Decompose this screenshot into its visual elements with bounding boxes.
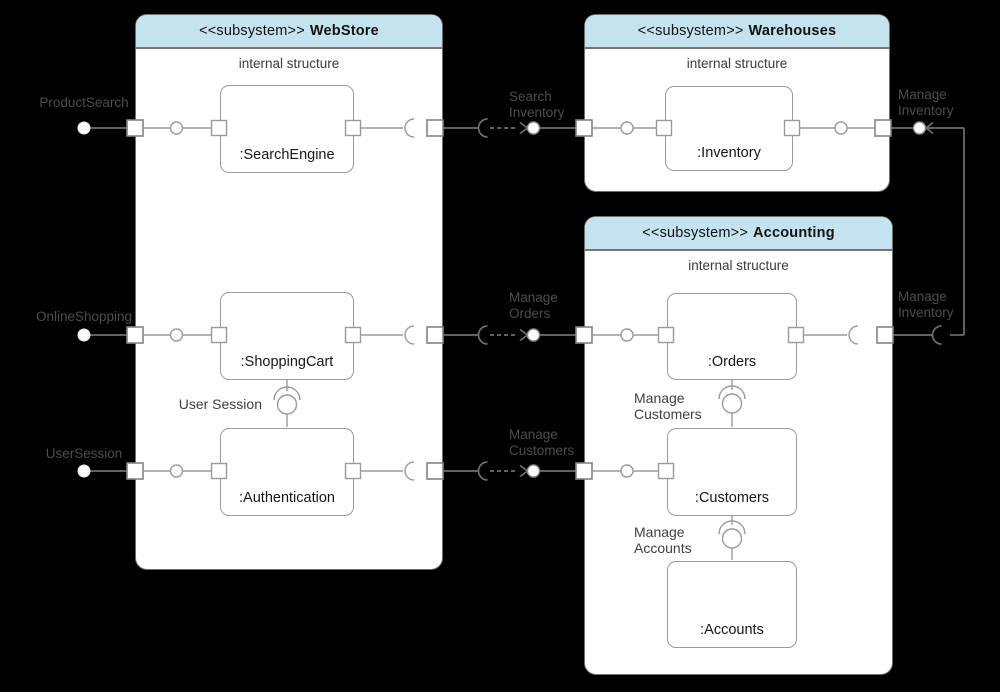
label-user-session-port: UserSession <box>45 446 123 461</box>
provided-ball-icon <box>526 328 541 342</box>
required-socket-icon <box>477 461 488 481</box>
label-manage-customers-inner: Manage Customers <box>634 390 702 422</box>
internal-structure-label: internal structure <box>688 258 789 273</box>
component-customers: :Customers <box>667 428 797 516</box>
component-name: :Accounts <box>700 622 764 638</box>
required-socket-icon <box>477 118 488 138</box>
internal-structure-label: internal structure <box>686 56 788 71</box>
stereotype-label: <<subsystem>> <box>199 23 305 39</box>
subsystem-warehouses-header: <<subsystem>> Warehouses <box>585 15 889 49</box>
label-search-inventory: Search Inventory <box>509 89 565 120</box>
interface-ball-icon <box>77 121 91 135</box>
component-search-engine: :SearchEngine <box>220 85 354 173</box>
component-inventory: :Inventory <box>665 86 793 171</box>
label-manage-accounts: Manage Accounts <box>634 524 692 556</box>
assembly-search-inventory <box>443 118 593 138</box>
stereotype-label: <<subsystem>> <box>637 23 744 39</box>
label-online-shopping: OnlineShopping <box>35 309 133 324</box>
required-socket-icon <box>477 325 488 345</box>
label-user-session-provided: User Session <box>178 396 262 412</box>
label-manage-orders: Manage Orders <box>509 290 558 321</box>
provided-ball-icon <box>526 121 541 135</box>
label-product-search: ProductSearch <box>39 95 129 110</box>
component-accounts: :Accounts <box>667 561 797 648</box>
subsystem-accounting: <<subsystem>> Accounting internal struct… <box>584 216 893 675</box>
required-socket-icon <box>931 325 942 345</box>
subsystem-name: Accounting <box>753 225 835 241</box>
provided-ball-icon <box>526 464 541 478</box>
subsystem-accounting-header: <<subsystem>> Accounting <box>585 217 892 251</box>
provided-ball-icon <box>912 121 927 135</box>
component-shopping-cart: :ShoppingCart <box>220 292 354 380</box>
interface-ball-icon <box>77 464 91 478</box>
component-name: :Customers <box>694 490 770 506</box>
label-manage-inventory-bottom: Manage Inventory <box>898 289 954 320</box>
assembly-manage-customers <box>443 461 593 481</box>
subsystem-webstore: <<subsystem>> WebStore internal structur… <box>135 14 443 570</box>
component-name: :Orders <box>707 354 757 370</box>
label-manage-inventory-top: Manage Inventory <box>898 87 954 118</box>
assembly-manage-orders <box>443 325 593 345</box>
subsystem-name: WebStore <box>309 23 379 39</box>
component-authentication: :Authentication <box>220 428 354 516</box>
component-name: :ShoppingCart <box>240 354 334 370</box>
label-manage-customers-connector: Manage Customers <box>509 427 575 458</box>
internal-structure-label: internal structure <box>238 56 340 71</box>
component-name: :Authentication <box>239 490 335 506</box>
subsystem-webstore-header: <<subsystem>> WebStore <box>136 15 442 49</box>
subsystem-warehouses: <<subsystem>> Warehouses internal struct… <box>584 14 890 192</box>
component-name: :SearchEngine <box>239 147 335 163</box>
interface-ball-icon <box>77 328 91 342</box>
subsystem-name: Warehouses <box>748 23 837 39</box>
arrowhead-icon <box>519 121 529 135</box>
arrowhead-icon <box>519 328 529 342</box>
arrowhead-icon <box>924 121 934 135</box>
stereotype-label: <<subsystem>> <box>642 225 749 241</box>
component-name: :Inventory <box>697 145 761 161</box>
arrowhead-icon <box>519 464 529 478</box>
component-orders: :Orders <box>667 293 797 380</box>
